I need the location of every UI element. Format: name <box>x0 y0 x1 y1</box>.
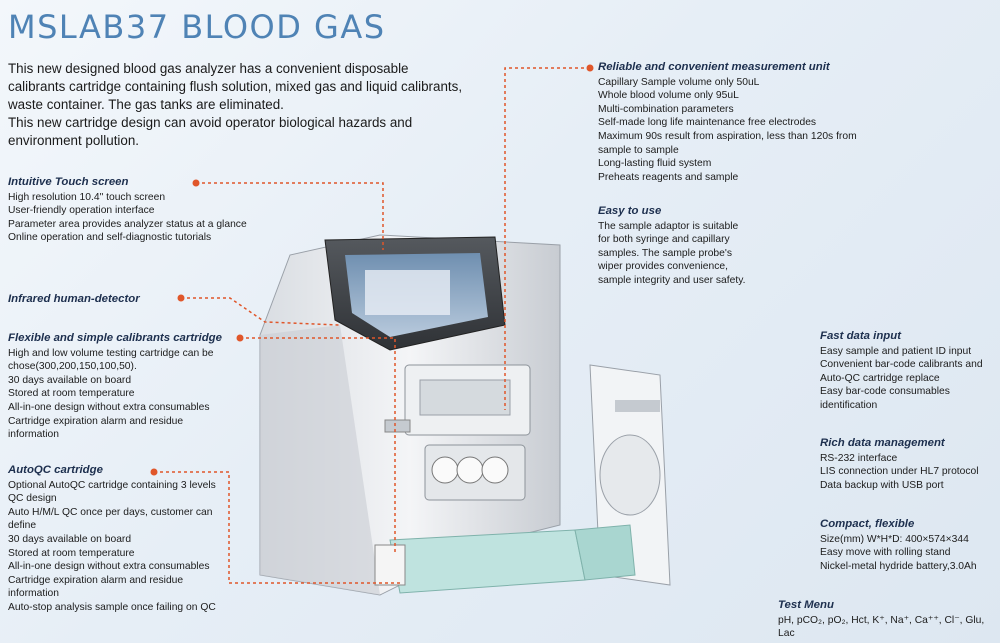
section-heading: Fast data input <box>820 330 902 342</box>
intro-paragraph-2: This new cartridge design can avoid oper… <box>8 115 413 148</box>
list-item: Maximum 90s result from aspiration, less… <box>598 130 857 156</box>
section-easy-to-use: Easy to use The sample adaptor is suitab… <box>598 205 748 288</box>
list-item: Capillary Sample volume only 50uL <box>598 76 760 88</box>
section-fast-data-input: Fast data input Easy sample and patient … <box>820 330 998 413</box>
page-title: MSLAB37 BLOOD GAS <box>8 8 386 46</box>
callout-dot <box>236 334 244 342</box>
list-item: Preheats reagents and sample <box>598 171 739 183</box>
list-item: Convenient bar-code calibrants and Auto-… <box>820 359 983 384</box>
list-item: The sample adaptor is suitable for both … <box>598 220 746 286</box>
callout-dot <box>177 294 185 302</box>
list-item: Stored at room temperature <box>8 547 135 559</box>
section-heading: Intuitive Touch screen <box>8 176 129 188</box>
list-item: Easy bar-code consumables identification <box>820 386 950 411</box>
section-heading: Test Menu <box>778 599 834 611</box>
list-item: Auto H/M/L QC once per days, customer ca… <box>8 506 213 532</box>
callout-dot <box>586 64 594 72</box>
list-item: Easy sample and patient ID input <box>820 345 972 357</box>
list-item: Cartridge expiration alarm and residue i… <box>8 415 184 441</box>
section-heading: Reliable and convenient measurement unit <box>598 61 830 73</box>
list-item: Online operation and self-diagnostic tut… <box>8 232 212 244</box>
list-item: RS-232 interface <box>820 452 898 464</box>
list-item: Nickel-metal hydride battery,3.0Ah <box>820 560 977 572</box>
list-item: 30 days available on board <box>8 533 132 545</box>
list-item: Easy move with rolling stand <box>820 547 951 559</box>
section-heading: Compact, flexible <box>820 518 915 530</box>
section-heading: Flexible and simple calibrants cartridge <box>8 332 222 344</box>
list-item: Optional AutoQC cartridge containing 3 l… <box>8 479 216 505</box>
blood-gas-analyzer-illustration <box>259 234 671 596</box>
list-item: High resolution 10.4" touch screen <box>8 191 166 203</box>
list-item: Multi-combination parameters <box>598 103 734 115</box>
list-item: Data backup with USB port <box>820 479 944 491</box>
section-calibrants: Flexible and simple calibrants cartridge… <box>8 332 233 442</box>
list-item: High and low volume testing cartridge ca… <box>8 347 214 373</box>
intro-text: This new designed blood gas analyzer has… <box>8 60 468 150</box>
list-item: Self-made long life maintenance free ele… <box>598 117 817 129</box>
list-item: LIS connection under HL7 protocol <box>820 466 979 478</box>
section-heading: Rich data management <box>820 437 945 449</box>
list-item: All-in-one design without extra consumab… <box>8 401 210 413</box>
callout-dot <box>150 468 158 476</box>
section-autoqc: AutoQC cartridge Optional AutoQC cartrid… <box>8 464 223 615</box>
section-heading: AutoQC cartridge <box>8 464 103 476</box>
list-item: Cartridge expiration alarm and residue i… <box>8 574 184 600</box>
section-rich-data: Rich data management RS-232 interface LI… <box>820 437 998 492</box>
intro-paragraph-1: This new designed blood gas analyzer has… <box>8 61 463 112</box>
list-item: User-friendly operation interface <box>8 205 155 217</box>
section-compact: Compact, flexible Size(mm) W*H*D: 400×57… <box>820 518 998 573</box>
section-measurement-unit: Reliable and convenient measurement unit… <box>598 61 888 184</box>
section-touch-screen: Intuitive Touch screen High resolution 1… <box>8 176 248 245</box>
section-heading: Easy to use <box>598 205 662 217</box>
list-item: Whole blood volume only 95uL <box>598 90 739 102</box>
list-item: Stored at room temperature <box>8 388 135 400</box>
section-infrared: Infrared human-detector <box>8 293 248 308</box>
list-item: All-in-one design without extra consumab… <box>8 561 210 573</box>
list-item: Parameter area provides analyzer status … <box>8 218 247 230</box>
list-item: Long-lasting fluid system <box>598 158 712 170</box>
list-item: Size(mm) W*H*D: 400×574×344 <box>820 533 969 545</box>
list-item: 30 days available on board <box>8 374 132 386</box>
callout-dot <box>192 179 200 187</box>
section-heading: Infrared human-detector <box>8 293 140 305</box>
list-item: Auto-stop analysis sample once failing o… <box>8 601 216 613</box>
list-item: pH, pCO₂, pO₂, Hct, K⁺, Na⁺, Ca⁺⁺, Cl⁻, … <box>778 614 985 640</box>
section-test-menu: Test Menu pH, pCO₂, pO₂, Hct, K⁺, Na⁺, C… <box>778 599 998 641</box>
